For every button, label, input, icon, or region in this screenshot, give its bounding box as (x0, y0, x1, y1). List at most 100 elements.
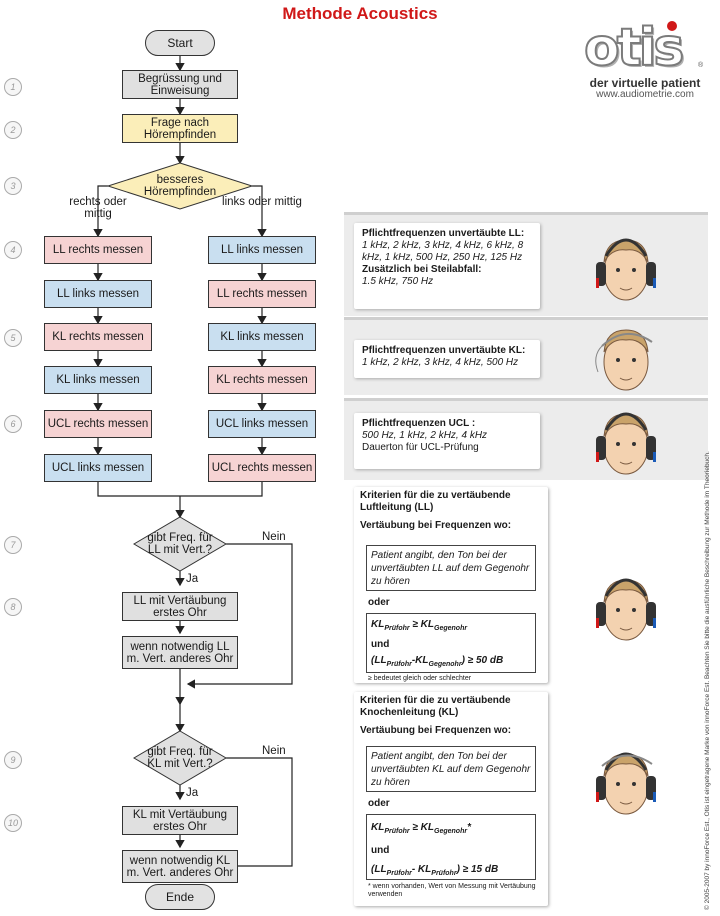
left-step-ll-right: LL rechts messen (44, 236, 152, 264)
formula-sub: Gegenohr (434, 625, 468, 632)
crit-kl-formula: KLPrüfohr ≥ KLGegenohr* und (LLPrüfohr- … (366, 814, 536, 880)
ll-extra-frequencies: 1.5 kHz, 750 Hz (362, 276, 434, 287)
crit-ll-heading: Kriterien für die zu vertäubende Luftlei… (360, 490, 511, 513)
formula-text: (LL (371, 864, 387, 875)
formula-sub: Gegenohr (428, 661, 462, 668)
step-marker: 6 (4, 415, 22, 433)
end-terminal: Ende (145, 884, 215, 910)
formula-sub: Prüfohr (384, 828, 410, 835)
formula-text: ≥ KL (412, 822, 435, 833)
step-marker: 3 (4, 177, 22, 195)
ll-heading: Pflichtfrequenzen unvertäubte LL: (362, 228, 525, 239)
step-marker: 2 (4, 121, 22, 139)
ll-masking-first-ear: LL mit Vertäubung erstes Ohr (122, 592, 238, 621)
ll-frequencies: 1 kHz, 2 kHz, 3 kHz, 4 kHz, 6 kHz, 8 kHz… (362, 240, 524, 263)
ucl-note: Dauerton für UCL-Prüfung (362, 442, 479, 453)
crit-kl-or: oder (368, 798, 390, 809)
flow-connectors (93, 56, 293, 884)
formula-text: ) ≥ 15 dB (456, 864, 499, 875)
formula-text: KL (371, 619, 385, 630)
right-step-ucl-right: UCL rechts messen (208, 454, 316, 482)
crit-kl-box: Patient angibt, den Ton bei der unvertäu… (366, 746, 536, 792)
step-marker: 8 (4, 598, 22, 616)
decision-hearing: besseres Hörempfinden (143, 174, 217, 198)
panel-crit-kl: Kriterien für die zu vertäubende Knochen… (344, 690, 708, 906)
panel-ucl: Pflichtfrequenzen UCL : 500 Hz, 1 kHz, 2… (344, 398, 708, 480)
crit-ll-box: Patient angibt, den Ton bei der unvertäu… (366, 545, 536, 591)
branch-left-label: rechts oder mittig (69, 196, 127, 220)
patient-headphones-icon (596, 578, 656, 641)
formula-sub: Prüfohr (384, 625, 410, 632)
step-marker: 10 (4, 814, 22, 832)
copyright-text: © 2005-2007 by innoForce Est., Otis ist … (704, 451, 711, 910)
step-marker: 4 (4, 241, 22, 259)
formula-sub: Prüfohr (431, 870, 457, 877)
right-step-ucl-left: UCL links messen (208, 410, 316, 438)
patient-headphones-icon (596, 412, 656, 475)
crit-ll-formula: KLPrüfohr ≥ KLGegenohr und (LLPrüfohr-KL… (366, 613, 536, 673)
formula-sub: Prüfohr (386, 661, 412, 668)
formula-sub: Prüfohr (386, 870, 412, 877)
patient-headphones-icon (596, 238, 656, 301)
crit-ll-or: oder (368, 597, 390, 608)
question-step: Frage nach Hörempfinden (122, 114, 238, 143)
otis-logo: otis (583, 18, 685, 78)
ll-frequency-card: Pflichtfrequenzen unvertäubte LL: 1 kHz,… (354, 223, 540, 309)
crit-ll-footnote: ≥ bedeutet gleich oder schlechter (368, 675, 472, 682)
yes-label: Ja (186, 573, 199, 585)
ucl-frequency-card: Pflichtfrequenzen UCL : 500 Hz, 1 kHz, 2… (354, 413, 540, 469)
decision-kl-masking: gibt Freq. für KL mit Vert.? (147, 746, 213, 770)
step-marker: 7 (4, 536, 22, 554)
right-step-ll-left: LL links messen (208, 236, 316, 264)
logo-registered: ® (698, 62, 704, 69)
ll-masking-other-ear: wenn notwendig LL m. Vert. anderes Ohr (122, 636, 238, 669)
crit-kl-footnote: * wenn vorhanden, Wert von Messung mit V… (368, 883, 536, 898)
right-step-kl-left: KL links messen (208, 323, 316, 351)
left-step-ll-left: LL links messen (44, 280, 152, 308)
left-step-ucl-right: UCL rechts messen (44, 410, 152, 438)
ucl-frequencies: 500 Hz, 1 kHz, 2 kHz, 4 kHz (362, 430, 488, 441)
right-step-kl-right: KL rechts messen (208, 366, 316, 394)
formula-und: und (371, 639, 390, 650)
left-step-kl-left: KL links messen (44, 366, 152, 394)
page-title: Methode Acoustics (282, 4, 438, 23)
step-marker: 1 (4, 78, 22, 96)
formula-text: (LL (371, 655, 387, 666)
formula-text: -KL (411, 655, 429, 666)
patient-headphones-bone-icon (596, 752, 656, 815)
greeting-step: Begrüssung und Einweisung (122, 70, 238, 99)
step-marker: 5 (4, 329, 22, 347)
kl-frequencies: 1 kHz, 2 kHz, 3 kHz, 4 kHz, 500 Hz (362, 357, 519, 368)
formula-text: ≥ KL (412, 619, 435, 630)
formula-und: und (371, 845, 390, 856)
kl-masking-other-ear: wenn notwendig KL m. Vert. anderes Ohr (122, 850, 238, 883)
left-step-ucl-left: UCL links messen (44, 454, 152, 482)
formula-text: KL (371, 822, 385, 833)
step-marker: 9 (4, 751, 22, 769)
logo-tagline: der virtuelle patient (589, 76, 701, 90)
ll-extra-heading: Zusätzlich bei Steilabfall: (362, 264, 482, 275)
no-label: Nein (262, 745, 286, 757)
logo-dot-icon (667, 21, 677, 31)
kl-heading: Pflichtfrequenzen unvertäubte KL: (362, 345, 526, 356)
kl-masking-first-ear: KL mit Vertäubung erstes Ohr (122, 806, 238, 835)
start-terminal: Start (145, 30, 215, 56)
decision-ll-masking: gibt Freq. für LL mit Vert.? (147, 532, 213, 556)
panel-crit-ll: Kriterien für die zu vertäubende Luftlei… (344, 485, 708, 685)
yes-label: Ja (186, 787, 199, 799)
crit-kl-sub: Vertäubung bei Frequenzen wo: (360, 725, 512, 736)
branch-right-label: links oder mittig (222, 196, 302, 208)
left-step-kl-right: KL rechts messen (44, 323, 152, 351)
formula-sub: Gegenohr (434, 828, 468, 835)
formula-text: - KL (411, 864, 432, 875)
crit-kl-heading: Kriterien für die zu vertäubende Knochen… (360, 695, 511, 718)
no-label: Nein (262, 531, 286, 543)
formula-text: * (467, 822, 471, 833)
ucl-heading: Pflichtfrequenzen UCL : (362, 418, 476, 429)
right-step-ll-right: LL rechts messen (208, 280, 316, 308)
crit-ll-sub: Vertäubung bei Frequenzen wo: (360, 520, 512, 531)
kl-frequency-card: Pflichtfrequenzen unvertäubte KL: 1 kHz,… (354, 340, 540, 378)
formula-text: ) ≥ 50 dB (461, 655, 504, 666)
patient-bone-conductor-icon (595, 329, 653, 391)
logo-url: www.audiometrie.com (596, 89, 694, 100)
